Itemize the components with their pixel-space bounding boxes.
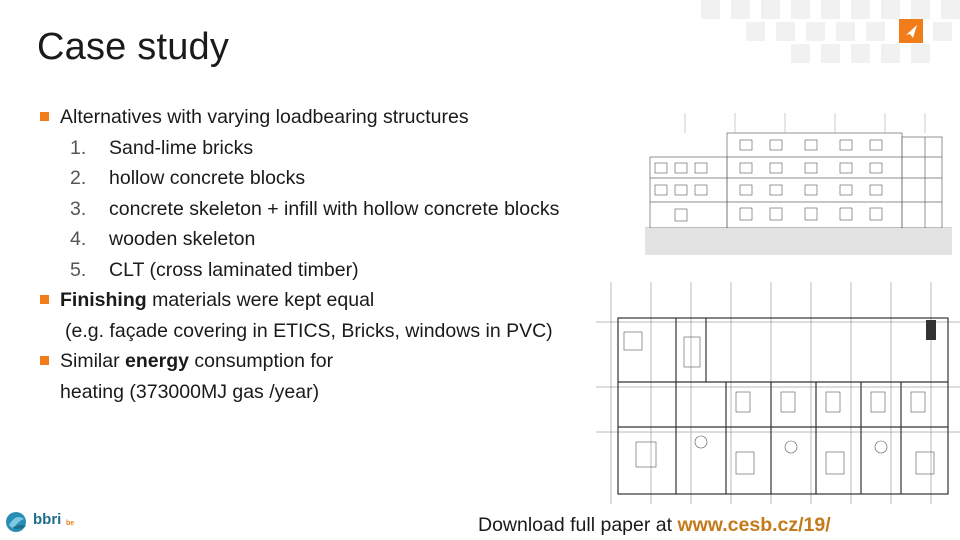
bullet-square-icon: [40, 295, 49, 304]
bullet-text: Alternatives with varying loadbearing st…: [60, 106, 469, 128]
download-note: Download full paper at www.cesb.cz/19/: [478, 514, 831, 537]
sub-item-text: concrete skeleton + infill with hollow c…: [109, 197, 560, 220]
bullet-bold-text: Finishing: [60, 289, 147, 311]
bullet-text: materials were kept equal: [146, 289, 375, 311]
bullet-item: Similar energy consumption for heating (…: [40, 346, 640, 407]
bullet-text: Similar: [60, 350, 126, 372]
sub-item: 5. CLT (cross laminated timber): [40, 255, 640, 286]
bbri-logo: bbri be: [4, 509, 94, 537]
bullet-item: Alternatives with varying loadbearing st…: [40, 102, 640, 133]
download-text: Download full paper at: [478, 514, 678, 536]
bullet-text-line2: heating (373000MJ gas /year): [60, 380, 320, 403]
slide-title: Case study: [37, 26, 230, 68]
bbri-logo-icon: [6, 512, 26, 532]
sub-item-number: 5.: [70, 258, 87, 281]
bullet-text-line2: (e.g. façade covering in ETICS, Bricks, …: [65, 319, 553, 342]
sub-item-number: 1.: [70, 136, 87, 159]
arrow-icon: [899, 19, 923, 43]
decor-tiles: [660, 0, 960, 63]
sub-item: 3. concrete skeleton + infill with hollow…: [40, 194, 640, 225]
logo-text: bbri: [33, 511, 62, 528]
bullet-square-icon: [40, 356, 49, 365]
sub-item-text: Sand-lime bricks: [109, 136, 254, 159]
sub-item-number: 3.: [70, 197, 87, 220]
sub-item-text: wooden skeleton: [109, 228, 256, 250]
sub-item-number: 2.: [70, 167, 87, 189]
building-elevation-drawing: [645, 113, 952, 255]
sub-item-text: hollow concrete blocks: [109, 167, 306, 189]
bullet-list: Alternatives with varying loadbearing st…: [40, 102, 640, 407]
sub-item-text: CLT (cross laminated timber): [109, 258, 359, 281]
sub-item: 2. hollow concrete blocks: [40, 163, 640, 194]
download-link[interactable]: www.cesb.cz/19/: [677, 514, 831, 536]
bullet-item: Finishing materials were kept equal (e.g…: [40, 285, 640, 346]
bullet-square-icon: [40, 112, 49, 121]
logo-suffix: be: [66, 520, 75, 527]
sub-item: 1. Sand-lime bricks: [40, 133, 640, 164]
bullet-text: consumption for: [188, 350, 334, 372]
sub-item: 4. wooden skeleton: [40, 224, 640, 255]
bullet-bold-text: energy: [125, 350, 189, 372]
sub-item-number: 4.: [70, 228, 87, 250]
floor-plan-drawing: [596, 282, 960, 504]
